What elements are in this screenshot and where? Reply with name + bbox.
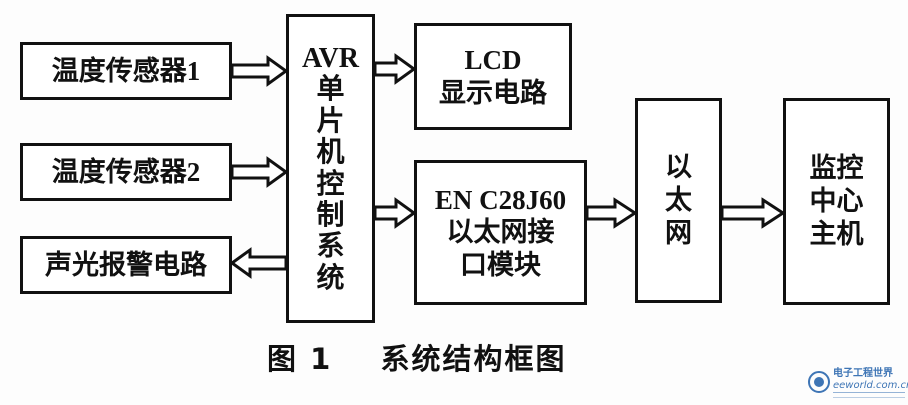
lcd-display-circuit-label: LCD 显示电路 — [439, 45, 547, 108]
eeworld-logo-icon — [808, 371, 830, 393]
eeworld-watermark: 电子工程世界 eeworld.com.cn — [808, 368, 908, 402]
figure-caption: 图 1 系统结构框图 — [267, 336, 647, 380]
temperature-sensor-2-label: 温度传感器2 — [51, 156, 201, 187]
avr-mcu-control-system-label: AVR 单 片 机 控 制 系 统 — [301, 43, 360, 294]
watermark-site-url: eeworld.com.cn — [833, 380, 908, 391]
temperature-sensor-1-label: 温度传感器1 — [51, 55, 201, 86]
temperature-sensor-2-block: 温度传感器2 — [20, 143, 232, 201]
lcd-display-circuit-block: LCD 显示电路 — [414, 23, 572, 130]
enc28j60-ethernet-interface-block: EN C28J60 以太网接 口模块 — [414, 160, 587, 305]
watermark-decorative-lines — [833, 392, 905, 398]
sound-light-alarm-label: 声光报警电路 — [45, 249, 207, 280]
monitoring-center-host-block: 监控 中心 主机 — [783, 98, 890, 305]
enc28j60-ethernet-interface-label: EN C28J60 以太网接 口模块 — [434, 184, 567, 280]
ethernet-label: 以 太 网 — [665, 152, 692, 248]
ethernet-block: 以 太 网 — [635, 98, 722, 303]
watermark-site-name: 电子工程世界 — [833, 368, 893, 379]
figure-title: 系统结构框图 — [380, 342, 567, 376]
sound-light-alarm-block: 声光报警电路 — [20, 236, 232, 294]
avr-mcu-control-system-block: AVR 单 片 机 控 制 系 统 — [286, 14, 375, 323]
figure-number: 图 1 — [267, 342, 333, 376]
monitoring-center-host-label: 监控 中心 主机 — [809, 153, 864, 249]
temperature-sensor-1-block: 温度传感器1 — [20, 42, 232, 100]
